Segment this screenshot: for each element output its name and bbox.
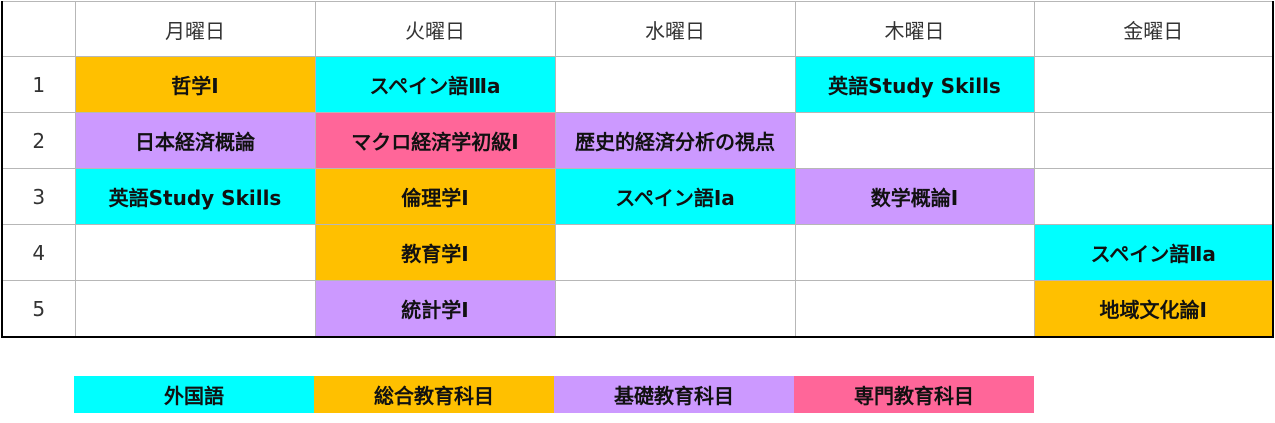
course-cell: 英語Study Skills	[794, 56, 1035, 113]
period-label: 1	[1, 56, 76, 113]
period-row-3: 3 英語Study Skills 倫理学Ⅰ スペイン語Ⅰa 数学概論Ⅰ	[1, 168, 1274, 225]
period-label: 3	[1, 168, 76, 225]
period-row-5: 5 統計学Ⅰ 地域文化論Ⅰ	[1, 280, 1274, 338]
period-label: 4	[1, 224, 76, 281]
course-cell: 日本経済概論	[74, 112, 316, 169]
empty-cell	[74, 224, 316, 281]
course-cell: 英語Study Skills	[74, 168, 316, 225]
corner-cell	[1, 1, 76, 57]
legend-basic-education: 基礎教育科目	[554, 376, 794, 413]
empty-cell	[794, 280, 1035, 338]
timetable: 月曜日 火曜日 水曜日 木曜日 金曜日 1 哲学Ⅰ スペイン語Ⅲa 英語Stud…	[1, 1, 1274, 338]
course-cell: スペイン語Ⅰa	[554, 168, 796, 225]
course-cell: 地域文化論Ⅰ	[1033, 280, 1274, 338]
legend-major-education: 専門教育科目	[794, 376, 1034, 413]
day-header-tue: 火曜日	[314, 1, 556, 57]
empty-cell	[794, 112, 1035, 169]
course-cell: 数学概論Ⅰ	[794, 168, 1035, 225]
empty-cell	[794, 224, 1035, 281]
empty-cell	[1033, 112, 1274, 169]
day-header-fri: 金曜日	[1033, 1, 1274, 57]
empty-cell	[554, 56, 796, 113]
empty-cell	[1033, 168, 1274, 225]
empty-cell	[554, 280, 796, 338]
course-cell: 歴史的経済分析の視点	[554, 112, 796, 169]
header-row: 月曜日 火曜日 水曜日 木曜日 金曜日	[1, 1, 1274, 57]
empty-cell	[554, 224, 796, 281]
period-label: 5	[1, 280, 76, 338]
course-cell: スペイン語Ⅱa	[1033, 224, 1274, 281]
legend-foreign-language: 外国語	[74, 376, 314, 413]
period-label: 2	[1, 112, 76, 169]
course-cell: マクロ経済学初級Ⅰ	[314, 112, 556, 169]
period-row-2: 2 日本経済概論 マクロ経済学初級Ⅰ 歴史的経済分析の視点	[1, 112, 1274, 169]
period-row-1: 1 哲学Ⅰ スペイン語Ⅲa 英語Study Skills	[1, 56, 1274, 113]
day-header-mon: 月曜日	[74, 1, 316, 57]
course-cell: 統計学Ⅰ	[314, 280, 556, 338]
period-row-4: 4 教育学Ⅰ スペイン語Ⅱa	[1, 224, 1274, 281]
course-cell: 哲学Ⅰ	[74, 56, 316, 113]
empty-cell	[1033, 56, 1274, 113]
legend-general-education: 総合教育科目	[314, 376, 554, 413]
day-header-thu: 木曜日	[794, 1, 1035, 57]
day-header-wed: 水曜日	[554, 1, 796, 57]
course-cell: 倫理学Ⅰ	[314, 168, 556, 225]
category-legend: 外国語 総合教育科目 基礎教育科目 専門教育科目	[74, 376, 1034, 413]
course-cell: スペイン語Ⅲa	[314, 56, 556, 113]
course-cell: 教育学Ⅰ	[314, 224, 556, 281]
empty-cell	[74, 280, 316, 338]
